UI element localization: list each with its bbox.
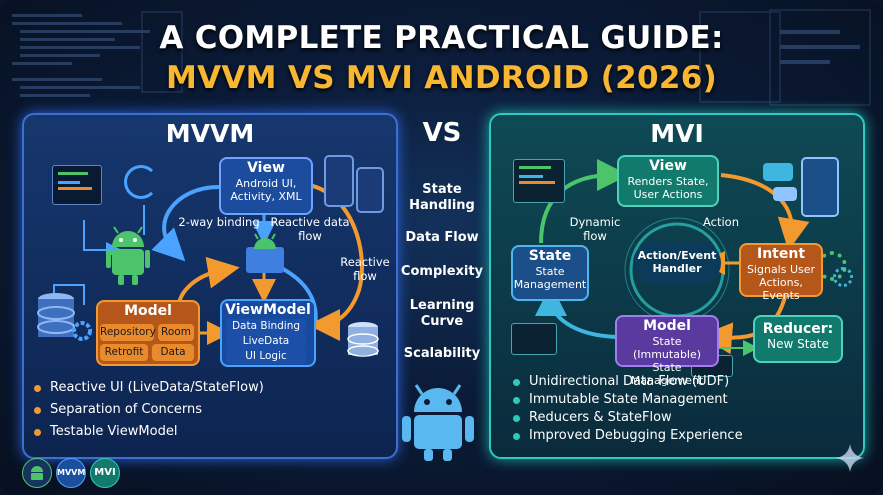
chat-bubble-icon xyxy=(763,163,793,181)
repository-chip: Repository xyxy=(100,324,156,341)
mvi-state-title: State xyxy=(528,248,572,264)
mvvm-viewmodel-title: ViewModel xyxy=(225,302,311,318)
data-binding-chip: Data Binding xyxy=(226,319,306,334)
list-item: Unidirectional Data Flow (UDF) xyxy=(511,373,743,391)
list-item: Improved Debugging Experience xyxy=(511,427,743,445)
mvi-bullets: Unidirectional Data Flow (UDF) Immutable… xyxy=(511,373,743,445)
mvi-model-box: Model State (Immutable) State Management xyxy=(615,315,719,387)
code-window-icon xyxy=(513,159,565,203)
mvi-state-line: Management xyxy=(513,278,587,291)
livedata-chip: LiveData xyxy=(226,334,306,349)
reactive-flow-line: flow xyxy=(353,269,377,283)
mvi-panel: MVI xyxy=(489,113,865,459)
phone-icon xyxy=(356,167,384,213)
data-chip: Data xyxy=(152,344,194,361)
mvvm-heading: MVVM xyxy=(165,119,255,148)
mvvm-logo: MVVM xyxy=(56,458,86,488)
mvi-logo: MVI xyxy=(90,458,120,488)
reactive-data-flow-label: Reactive data flow xyxy=(268,215,352,243)
dynamic-flow-label: Dynamic flow xyxy=(565,215,625,243)
comparison-item: Scalability xyxy=(403,346,481,361)
bullet-text: Separation of Concerns xyxy=(50,402,203,417)
mvi-state-line: State xyxy=(535,265,565,278)
comparison-line: State xyxy=(422,182,462,197)
mvvm-view-box: View Android UI, Activity, XML xyxy=(219,157,313,215)
code-window-icon xyxy=(52,165,102,205)
reactive-flow-label: Reactive flow xyxy=(336,255,394,283)
handler-line: Handler xyxy=(652,262,702,275)
list-item: Reducers & StateFlow xyxy=(511,409,743,427)
bullet-text: Unidirectional Data Flow (UDF) xyxy=(529,374,730,389)
mvi-intent-line: Signals User xyxy=(746,263,816,276)
comparison-item: Data Flow xyxy=(405,230,479,245)
action-event-handler: Action/Event Handler xyxy=(633,241,721,285)
mvi-reducer-title: Reducer: xyxy=(762,321,834,337)
mvi-view-box: View Renders State, User Actions xyxy=(617,155,719,207)
mvi-model-line: State Management xyxy=(630,361,704,387)
bullet-text: Testable ViewModel xyxy=(50,424,178,439)
dynamic-flow-line: flow xyxy=(583,229,607,243)
mvi-view-line: Renders State, xyxy=(627,175,709,188)
phone-icon xyxy=(324,155,354,207)
list-item: Testable ViewModel xyxy=(32,421,264,443)
reactive-data-flow-line: flow xyxy=(298,229,322,243)
chat-bubble-icon xyxy=(773,187,797,201)
reactive-data-flow-line: Reactive data xyxy=(270,215,350,229)
room-chip: Room xyxy=(158,324,194,341)
mvvm-view-line: Activity, XML xyxy=(230,190,302,203)
mvi-reducer-line: New State xyxy=(767,337,829,351)
list-item: Immutable State Management xyxy=(511,391,743,409)
mvi-view-title: View xyxy=(649,158,687,174)
mvvm-bullets: Reactive UI (LiveData/StateFlow) Separat… xyxy=(32,377,264,443)
bullet-text: Improved Debugging Experience xyxy=(529,428,743,443)
mvi-model-line: State (Immutable) xyxy=(632,335,702,361)
mvi-view-line: User Actions xyxy=(633,188,703,201)
comparison-line: Learning xyxy=(409,298,475,313)
action-label: Action xyxy=(702,215,740,229)
code-window-icon xyxy=(511,323,557,355)
dynamic-flow-line: Dynamic xyxy=(569,215,621,229)
retrofit-chip: Retrofit xyxy=(100,344,148,361)
sparkle-icon xyxy=(836,444,864,472)
mvi-intent-title: Intent xyxy=(756,246,806,262)
comparison-line: Handling xyxy=(409,198,475,213)
comparison-item: Learning Curve xyxy=(394,298,490,330)
mvi-intent-box: Intent Signals User Actions, Events xyxy=(739,243,823,302)
mvi-state-box: State State Management xyxy=(511,245,589,301)
comparison-item: State Handling xyxy=(394,182,490,214)
android-device-icon xyxy=(246,233,284,273)
bullet-text: Immutable State Management xyxy=(529,392,728,407)
list-item: Reactive UI (LiveData/StateFlow) xyxy=(32,377,264,399)
two-way-binding-label: 2-way binding xyxy=(178,215,260,229)
ui-logic-chip: UI Logic xyxy=(226,349,306,364)
mvi-heading: MVI xyxy=(650,119,704,148)
bullet-text: Reactive UI (LiveData/StateFlow) xyxy=(50,380,264,395)
list-item: Separation of Concerns xyxy=(32,399,264,421)
gear-icon xyxy=(833,267,853,287)
mvvm-model-title: Model xyxy=(124,303,172,319)
mvi-reducer-box: Reducer: New State xyxy=(753,315,843,363)
mvvm-panel: MVVM xyxy=(22,113,398,459)
comparison-item: Complexity xyxy=(400,264,484,279)
mvi-intent-line: Actions, Events xyxy=(759,276,803,302)
android-robot-icon xyxy=(106,226,150,285)
mvvm-view-title: View xyxy=(247,160,285,176)
database-icon xyxy=(347,322,379,357)
mvi-model-title: Model xyxy=(643,318,691,334)
vs-label: VS xyxy=(422,118,462,148)
comparison-line: Curve xyxy=(420,314,464,329)
phone-icon xyxy=(801,157,839,217)
android-robot-icon xyxy=(402,384,474,461)
handler-line: Action/Event xyxy=(637,249,717,262)
title-line-1: A COMPLETE PRACTICAL GUIDE: xyxy=(159,20,724,56)
reactive-flow-line: Reactive xyxy=(340,255,390,269)
android-logo xyxy=(22,458,52,488)
title-line-2: MVVM VS MVI ANDROID (2026) xyxy=(165,60,718,96)
database-icon xyxy=(37,293,92,341)
mvvm-view-line: Android UI, xyxy=(235,177,297,190)
bullet-text: Reducers & StateFlow xyxy=(529,410,672,425)
sync-icon xyxy=(124,165,158,199)
